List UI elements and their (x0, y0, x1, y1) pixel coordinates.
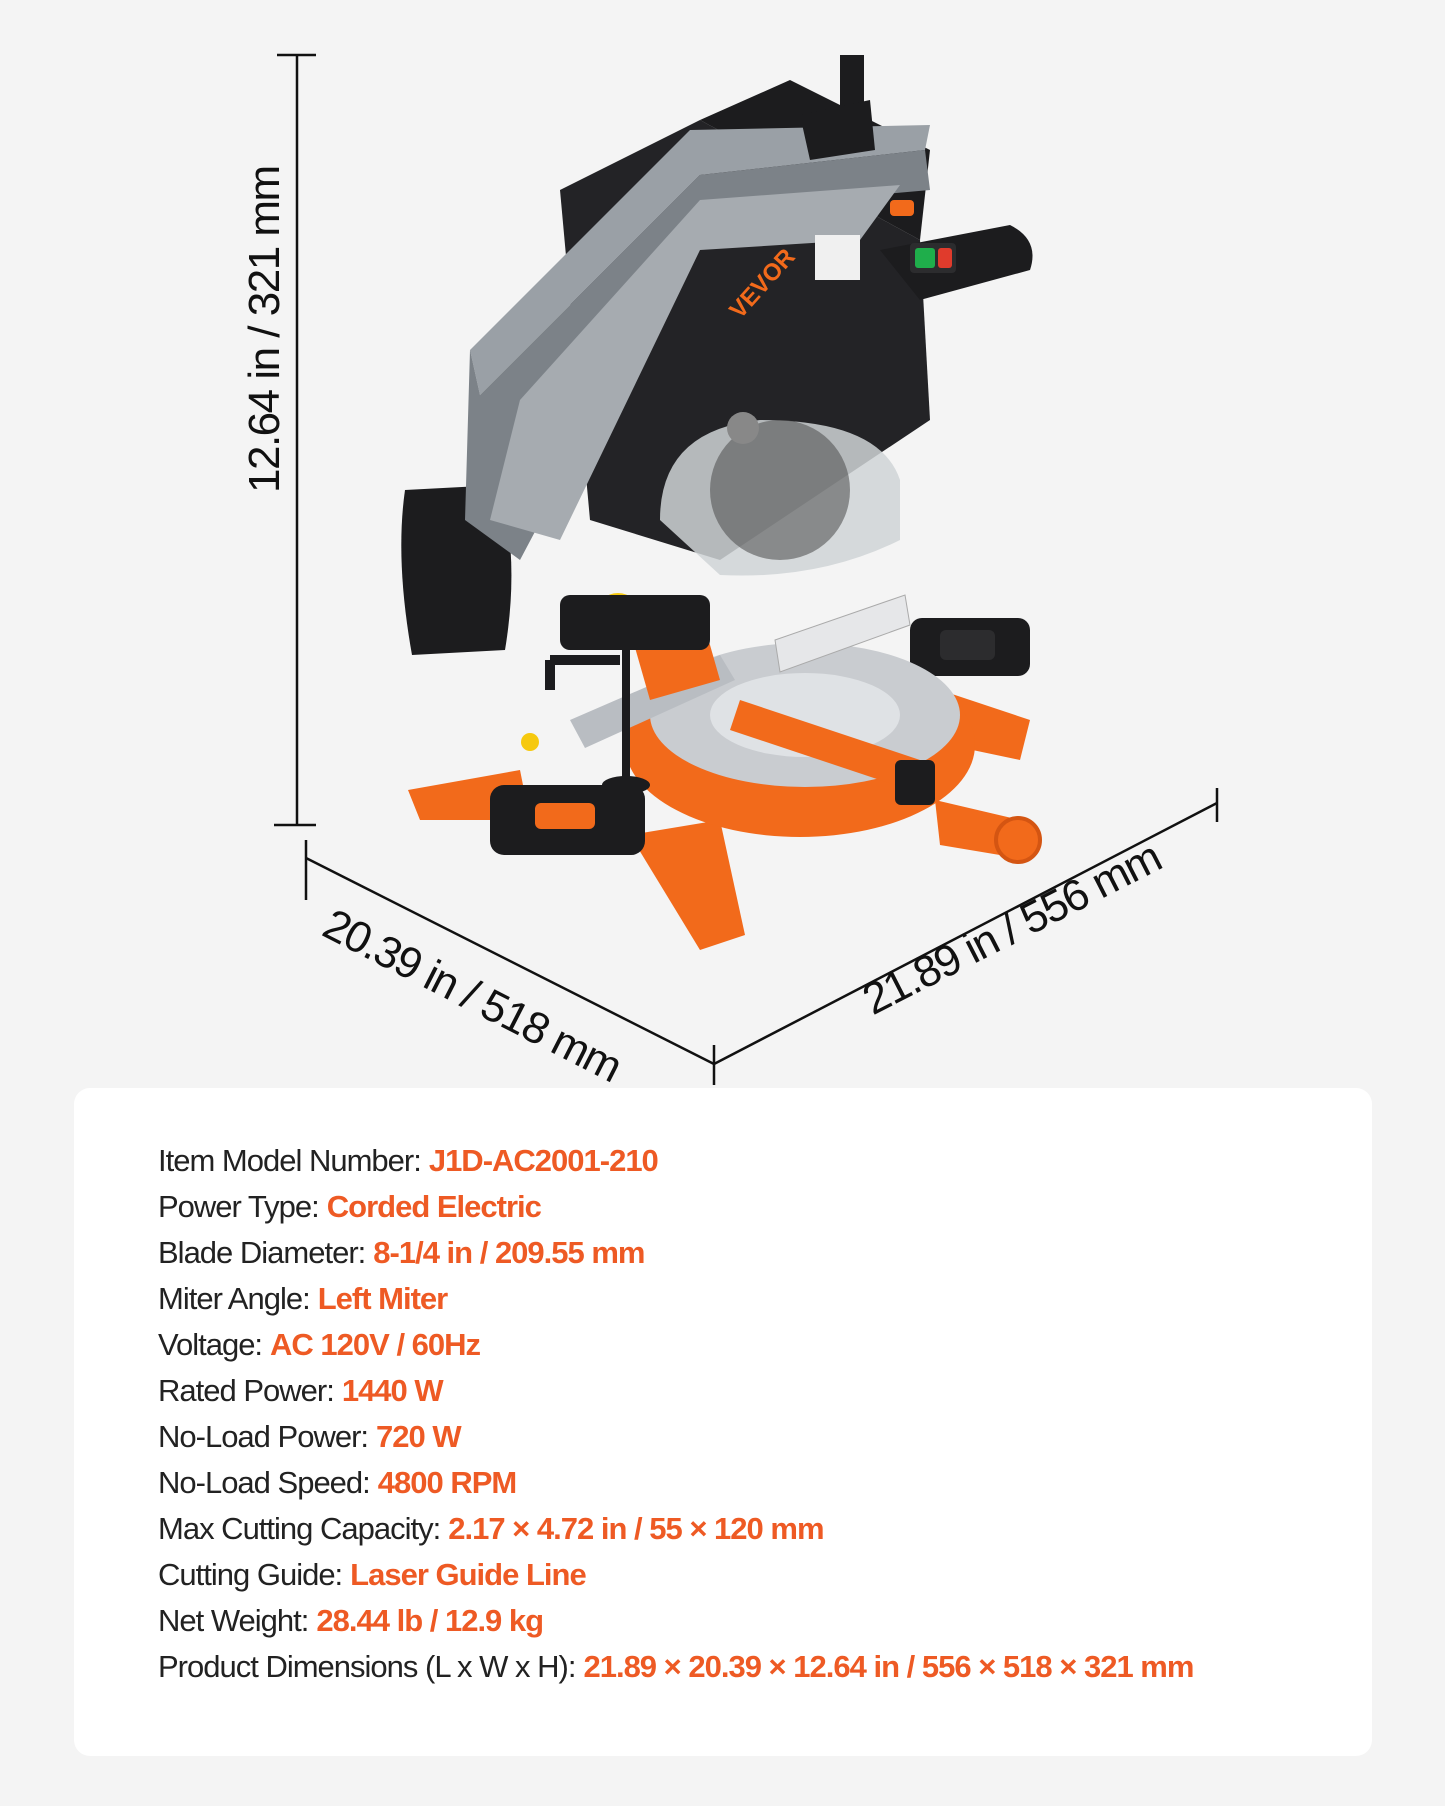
scale-ruler (774, 594, 911, 673)
spec-label: Cutting Guide: (158, 1557, 343, 1592)
spec-row-voltage: Voltage:AC 120V / 60Hz (158, 1322, 1193, 1368)
spec-row-power-type: Power Type:Corded Electric (158, 1184, 1193, 1230)
spec-label: Blade Diameter: (158, 1235, 366, 1270)
specifications-card: Item Model Number:J1D-AC2001-210 Power T… (74, 1088, 1372, 1756)
miter-arm (730, 700, 920, 790)
spec-label: Net Weight: (158, 1603, 309, 1638)
spec-label: Rated Power: (158, 1373, 335, 1408)
spec-value: 2.17 × 4.72 in / 55 × 120 mm (448, 1511, 824, 1546)
spec-row-net-weight: Net Weight:28.44 lb / 12.9 kg (158, 1598, 1193, 1644)
spec-row-product-dimensions: Product Dimensions (L x W x H):21.89 × 2… (158, 1644, 1194, 1690)
spec-label: Max Cutting Capacity: (158, 1511, 441, 1546)
spec-row-miter-angle: Miter Angle:Left Miter (158, 1276, 1193, 1322)
spec-label: Product Dimensions (L x W x H): (158, 1649, 576, 1684)
spec-label: No-Load Power: (158, 1419, 369, 1454)
spec-value: Laser Guide Line (350, 1557, 587, 1592)
spec-row-no-load-power: No-Load Power:720 W (158, 1414, 1193, 1460)
table-top (470, 125, 930, 395)
dimension-lines (274, 53, 1219, 1085)
spec-row-no-load-speed: No-Load Speed:4800 RPM (158, 1460, 1193, 1506)
spec-value: 1440 W (341, 1373, 444, 1408)
spec-label: Power Type: (158, 1189, 320, 1224)
spec-label: Miter Angle: (158, 1281, 311, 1316)
hold-down-clamp (545, 655, 620, 690)
spec-label: Item Model Number: (158, 1143, 422, 1178)
qr-label (815, 235, 860, 280)
spec-label: No-Load Speed: (158, 1465, 371, 1500)
spec-row-rated-power: Rated Power:1440 W (158, 1368, 1193, 1414)
spec-row-max-cutting-capacity: Max Cutting Capacity:2.17 × 4.72 in / 55… (158, 1506, 1193, 1552)
base-front-leg (630, 820, 745, 950)
spec-row-cutting-guide: Cutting Guide:Laser Guide Line (158, 1552, 1193, 1598)
miter-saw-image: VEVOR (401, 55, 1042, 950)
spec-list: Item Model Number:J1D-AC2001-210 Power T… (158, 1138, 1194, 1690)
spec-value: AC 120V / 60Hz (270, 1327, 481, 1362)
spec-value: J1D-AC2001-210 (428, 1143, 659, 1178)
height-dimension-label: 12.64 in / 321 mm (240, 166, 289, 493)
spec-value: 28.44 lb / 12.9 kg (316, 1603, 544, 1638)
spec-value: Left Miter (317, 1281, 448, 1316)
spec-label: Voltage: (158, 1327, 263, 1362)
spec-value: 21.89 × 20.39 × 12.64 in / 556 × 518 × 3… (583, 1649, 1194, 1684)
saw-blade (710, 420, 850, 560)
product-figure: VEVOR 12.64 in / 321 mm 20.39 in / 518 m… (240, 53, 1219, 1092)
spec-row-blade-diameter: Blade Diameter:8-1/4 in / 209.55 mm (158, 1230, 1193, 1276)
laser-button (890, 200, 914, 216)
spec-row-model: Item Model Number:J1D-AC2001-210 (158, 1138, 1193, 1184)
spec-value: Corded Electric (326, 1189, 542, 1224)
spec-value: 8-1/4 in / 209.55 mm (373, 1235, 645, 1270)
spec-value: 720 W (376, 1419, 462, 1454)
lock-block (895, 760, 935, 805)
spec-value: 4800 RPM (377, 1465, 517, 1500)
